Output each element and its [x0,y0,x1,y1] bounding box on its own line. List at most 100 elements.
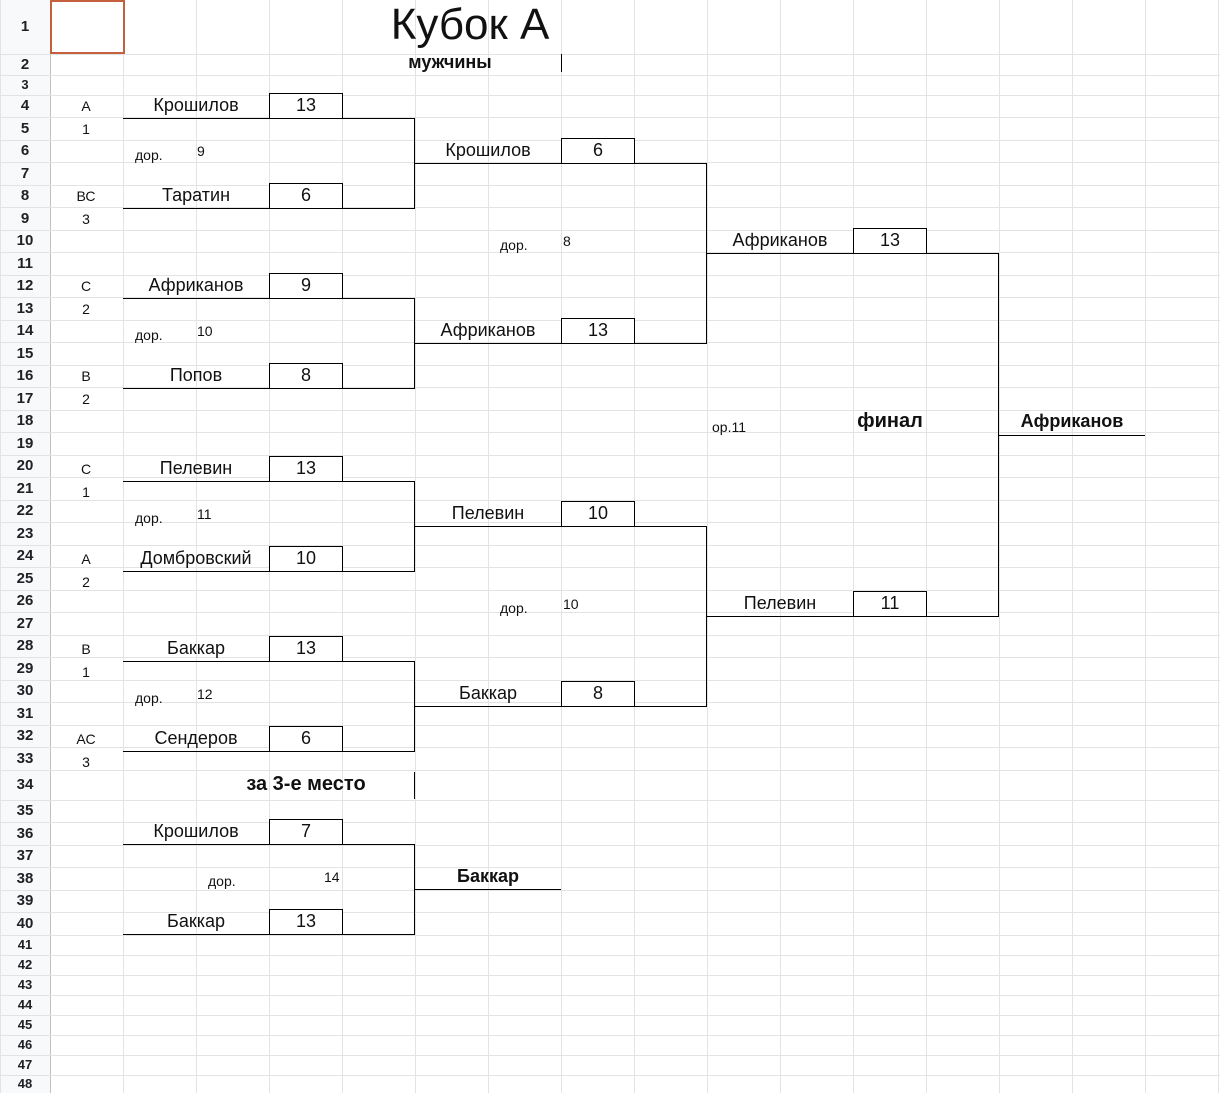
r1m3-bottom-code[interactable]: А [81,551,91,567]
row-number[interactable]: 2 [20,56,30,73]
row-number[interactable]: 20 [16,457,34,474]
r1m1-bottom-code[interactable]: ВС [76,188,96,204]
r1m2-top-name[interactable]: Африканов [148,275,244,295]
r1m2-bottom-seed[interactable]: 2 [82,391,90,407]
r1m4-top-score[interactable]: 13 [295,638,317,658]
r1m2-top-score[interactable]: 9 [300,275,311,295]
r1m1-top-code[interactable]: А [81,98,91,114]
r1m1-bottom-score-box[interactable] [269,183,343,209]
row-number[interactable]: 42 [17,957,33,972]
r1m2-top-code[interactable]: С [80,278,92,294]
r1m4-bottom-name[interactable]: Сендеров [154,728,238,748]
row-number[interactable]: 41 [17,937,33,952]
row-number[interactable]: 22 [16,502,34,519]
sf2-bottom-score[interactable]: 8 [592,683,603,703]
r1m3-top-code[interactable]: С [80,461,92,477]
r1m1-bottom-name[interactable]: Таратин [161,185,231,205]
r1m4-extra-value[interactable]: 12 [197,686,213,702]
r1m3-bottom-name[interactable]: Домбровский [140,548,252,568]
row-number[interactable]: 30 [16,682,34,699]
r1m2-bottom-score[interactable]: 8 [300,365,311,385]
r1m1-bottom-seed[interactable]: 3 [82,211,90,227]
sf2-top-score[interactable]: 10 [587,503,609,523]
row-number[interactable]: 10 [16,232,34,249]
r1m4-top-name[interactable]: Баккар [167,638,225,658]
row-number[interactable]: 26 [16,592,34,609]
row-number[interactable]: 46 [17,1037,33,1052]
final-top-score[interactable]: 13 [879,230,901,250]
row-number[interactable]: 35 [16,802,34,819]
row-number[interactable]: 37 [16,847,34,864]
r1m3-top-seed[interactable]: 1 [82,484,90,500]
row-number[interactable]: 4 [20,97,30,114]
final-bottom-score-box[interactable] [853,591,927,617]
row-number[interactable]: 32 [16,727,34,744]
r1m2-bottom-score-box[interactable] [269,363,343,389]
r1m3-extra-label[interactable]: дор. [135,510,163,526]
row-number[interactable]: 43 [17,977,33,992]
row-number[interactable]: 3 [21,77,29,92]
row-number[interactable]: 19 [16,435,34,452]
final-top-name[interactable]: Африканов [732,230,828,250]
row-number[interactable]: 39 [16,892,34,909]
r1m3-extra-value[interactable]: 11 [197,506,212,522]
r1m1-extra-label[interactable]: дор. [135,147,163,163]
row-number[interactable]: 29 [16,660,34,677]
r1m2-top-seed[interactable]: 2 [82,301,90,317]
row-number[interactable]: 24 [16,547,34,564]
row-number[interactable]: 21 [16,480,34,497]
sf1-bottom-score[interactable]: 13 [587,320,609,340]
r1m3-bottom-score[interactable]: 10 [295,548,317,568]
third-extra-label[interactable]: дор. [208,873,236,889]
champion-name[interactable]: Африканов [1020,411,1124,431]
row-number[interactable]: 33 [16,750,34,767]
r1m2-extra-label[interactable]: дор. [135,327,163,343]
row-number[interactable]: 36 [16,825,34,842]
r1m1-bottom-score[interactable]: 6 [300,185,311,205]
third-bottom-name[interactable]: Баккар [167,911,225,931]
sf1-bottom-name[interactable]: Африканов [440,320,536,340]
row-number[interactable]: 27 [16,615,34,632]
r1m1-top-score-box[interactable] [269,93,343,119]
row-number[interactable]: 16 [16,367,34,384]
r1m3-top-score[interactable]: 13 [295,458,317,478]
r1m4-top-seed[interactable]: 1 [82,664,90,680]
r1m2-bottom-name[interactable]: Попов [169,365,223,385]
sf1-top-score-box[interactable] [561,138,635,164]
row-number[interactable]: 28 [16,637,34,654]
row-number[interactable]: 48 [17,1076,33,1091]
row-number[interactable]: 1 [20,18,30,35]
third-top-name[interactable]: Крошилов [153,821,239,841]
third-place-label[interactable]: за 3-е место [246,773,366,795]
third-bottom-score[interactable]: 13 [295,911,317,931]
r1m4-bottom-seed[interactable]: 3 [82,754,90,770]
row-number[interactable]: 8 [20,187,30,204]
final-bottom-name[interactable]: Пелевин [743,593,817,613]
r1m1-top-seed[interactable]: 1 [82,121,90,137]
row-number[interactable]: 11 [17,255,33,272]
row-number[interactable]: 34 [16,776,34,793]
row-number[interactable]: 13 [16,300,34,317]
r1m4-top-code[interactable]: В [81,641,91,657]
sf2-top-score-box[interactable] [561,501,635,527]
final-bottom-score[interactable]: 11 [880,593,900,613]
row-number[interactable]: 25 [16,570,34,587]
row-number[interactable]: 18 [16,412,34,429]
row-number[interactable]: 12 [16,277,34,294]
r1m2-bottom-code[interactable]: В [81,368,91,384]
sf2-bottom-name[interactable]: Баккар [459,683,517,703]
r1m2-extra-value[interactable]: 10 [197,323,213,339]
third-place-winner[interactable]: Баккар [457,866,519,886]
row-number[interactable]: 38 [16,870,34,887]
row-number[interactable]: 23 [16,525,34,542]
row-number[interactable]: 14 [16,322,34,339]
selected-cell[interactable] [50,0,125,54]
row-number[interactable]: 17 [16,390,34,407]
third-extra-value[interactable]: 14 [324,869,340,885]
sf1-extra-value[interactable]: 8 [563,233,571,249]
r1m4-bottom-code[interactable]: АС [76,731,96,747]
third-top-score[interactable]: 7 [300,821,311,841]
row-number[interactable]: 9 [20,210,30,227]
row-number[interactable]: 40 [16,915,34,932]
row-number[interactable]: 7 [20,165,30,182]
